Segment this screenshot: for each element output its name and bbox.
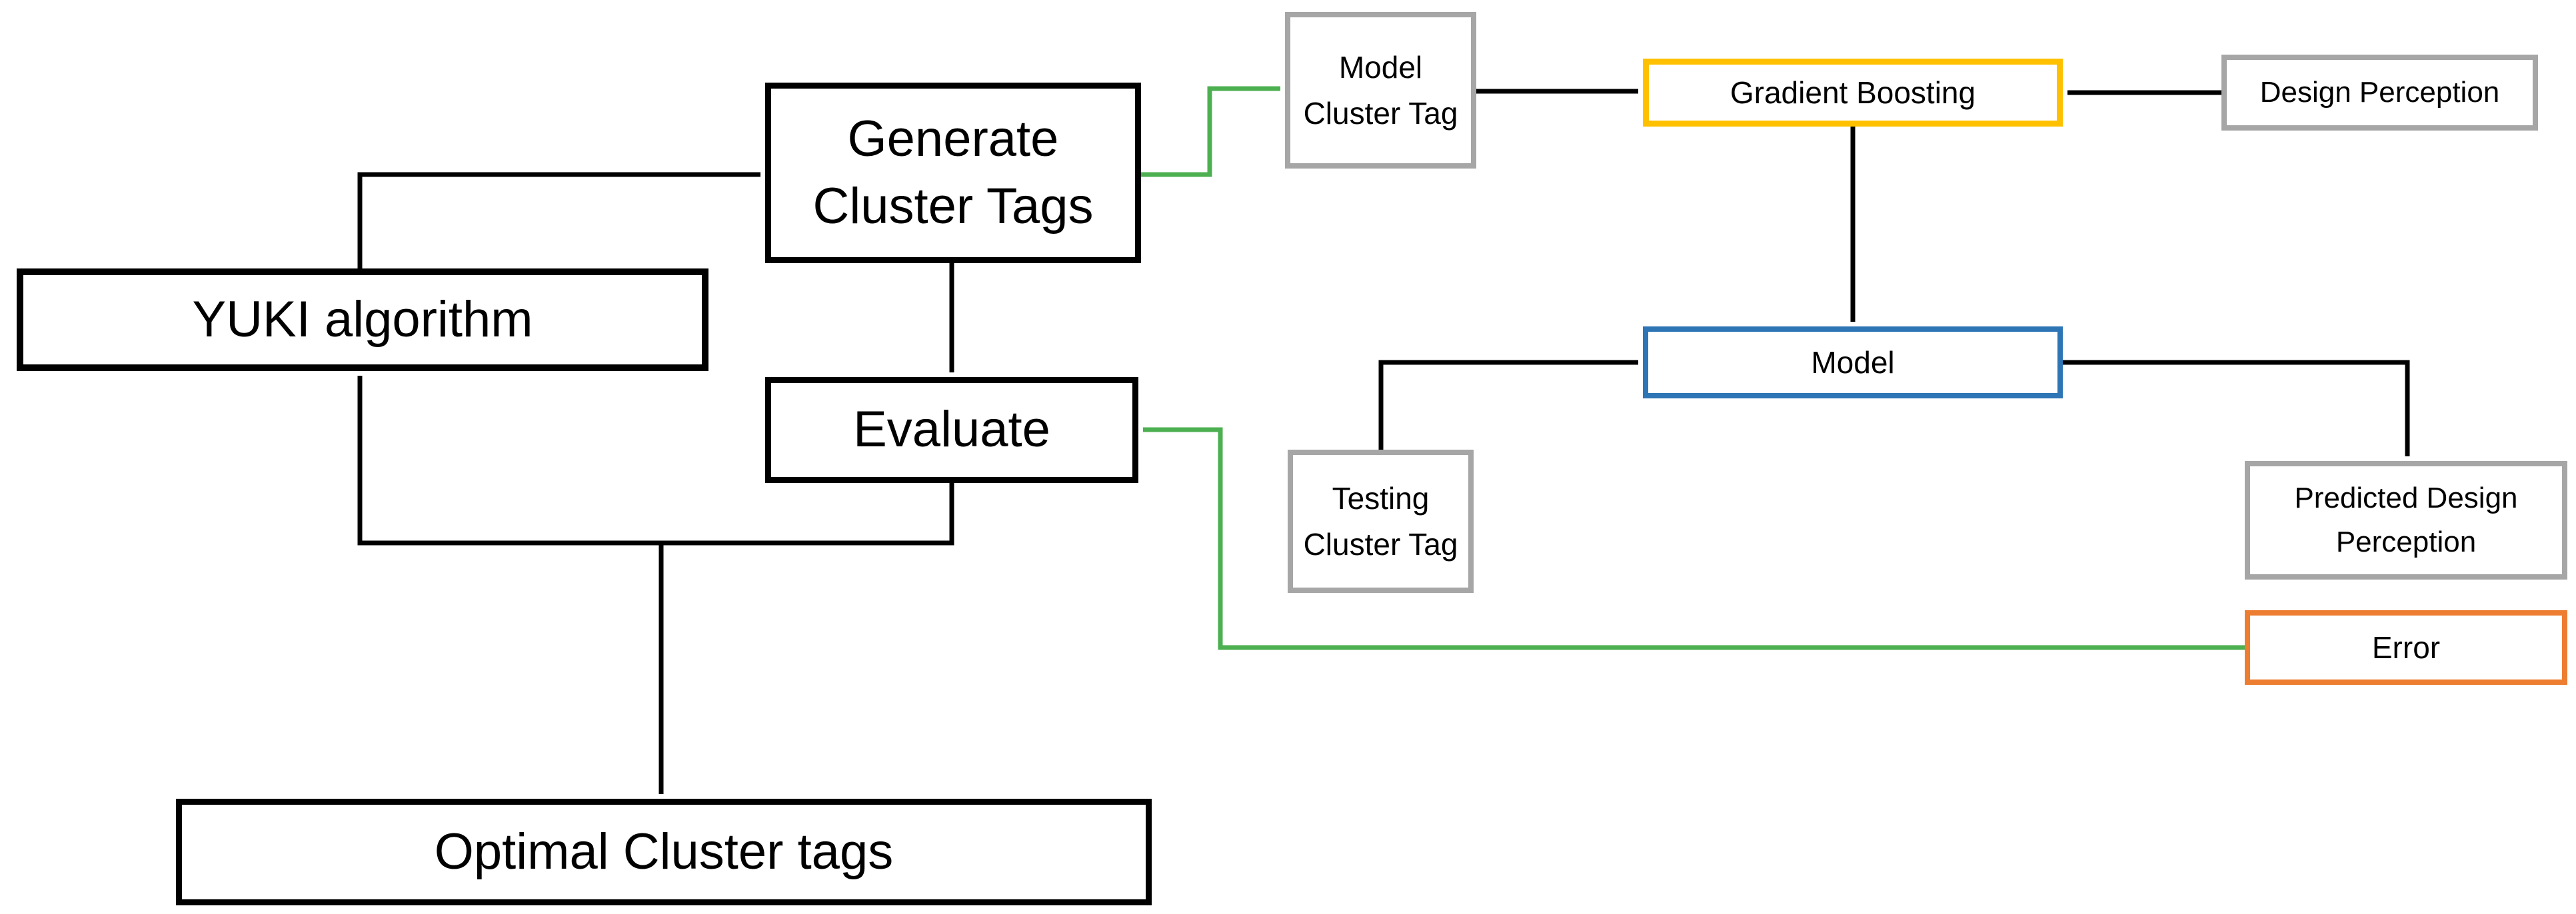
node-label: Predicted Design Perception xyxy=(2294,482,2518,558)
node-model-cluster-tag: Model Cluster Tag xyxy=(1285,12,1476,169)
node-label: Optimal Cluster tags xyxy=(434,823,894,880)
node-label: Model Cluster Tag xyxy=(1303,49,1458,131)
node-label: Model xyxy=(1811,344,1895,380)
node-generate-cluster-tags: Generate Cluster Tags xyxy=(765,83,1141,263)
node-error: Error xyxy=(2245,610,2567,685)
node-label: YUKI algorithm xyxy=(192,290,533,348)
node-label: Error xyxy=(2371,630,2441,665)
node-testing-cluster-tag: Testing Cluster Tag xyxy=(1288,450,1474,593)
connector-model-to-predicted-design-perception xyxy=(2063,360,2410,456)
node-optimal-cluster-tags: Optimal Cluster tags xyxy=(176,799,1152,905)
node-label: Design Perception xyxy=(2259,76,2500,109)
connector-evaluate-to-yuki xyxy=(357,376,954,546)
connector-error-to-evaluate xyxy=(1143,427,2245,650)
node-design-perception: Design Perception xyxy=(2221,55,2538,131)
connector-generate-to-model-cluster-tag xyxy=(1141,86,1280,177)
connector-yuki-to-generate xyxy=(357,172,760,270)
connector-testing-cluster-tag-to-model xyxy=(1378,360,1638,450)
node-gradient-boosting: Gradient Boosting xyxy=(1643,59,2063,127)
node-label: Testing Cluster Tag xyxy=(1303,480,1458,562)
node-model: Model xyxy=(1643,326,2063,398)
node-label: Gradient Boosting xyxy=(1730,75,1976,110)
node-evaluate: Evaluate xyxy=(765,377,1138,483)
node-yuki-algorithm: YUKI algorithm xyxy=(17,268,708,371)
node-predicted-design-perception: Predicted Design Perception xyxy=(2245,461,2567,580)
node-label: Evaluate xyxy=(853,401,1050,458)
node-label: Generate Cluster Tags xyxy=(812,111,1094,234)
